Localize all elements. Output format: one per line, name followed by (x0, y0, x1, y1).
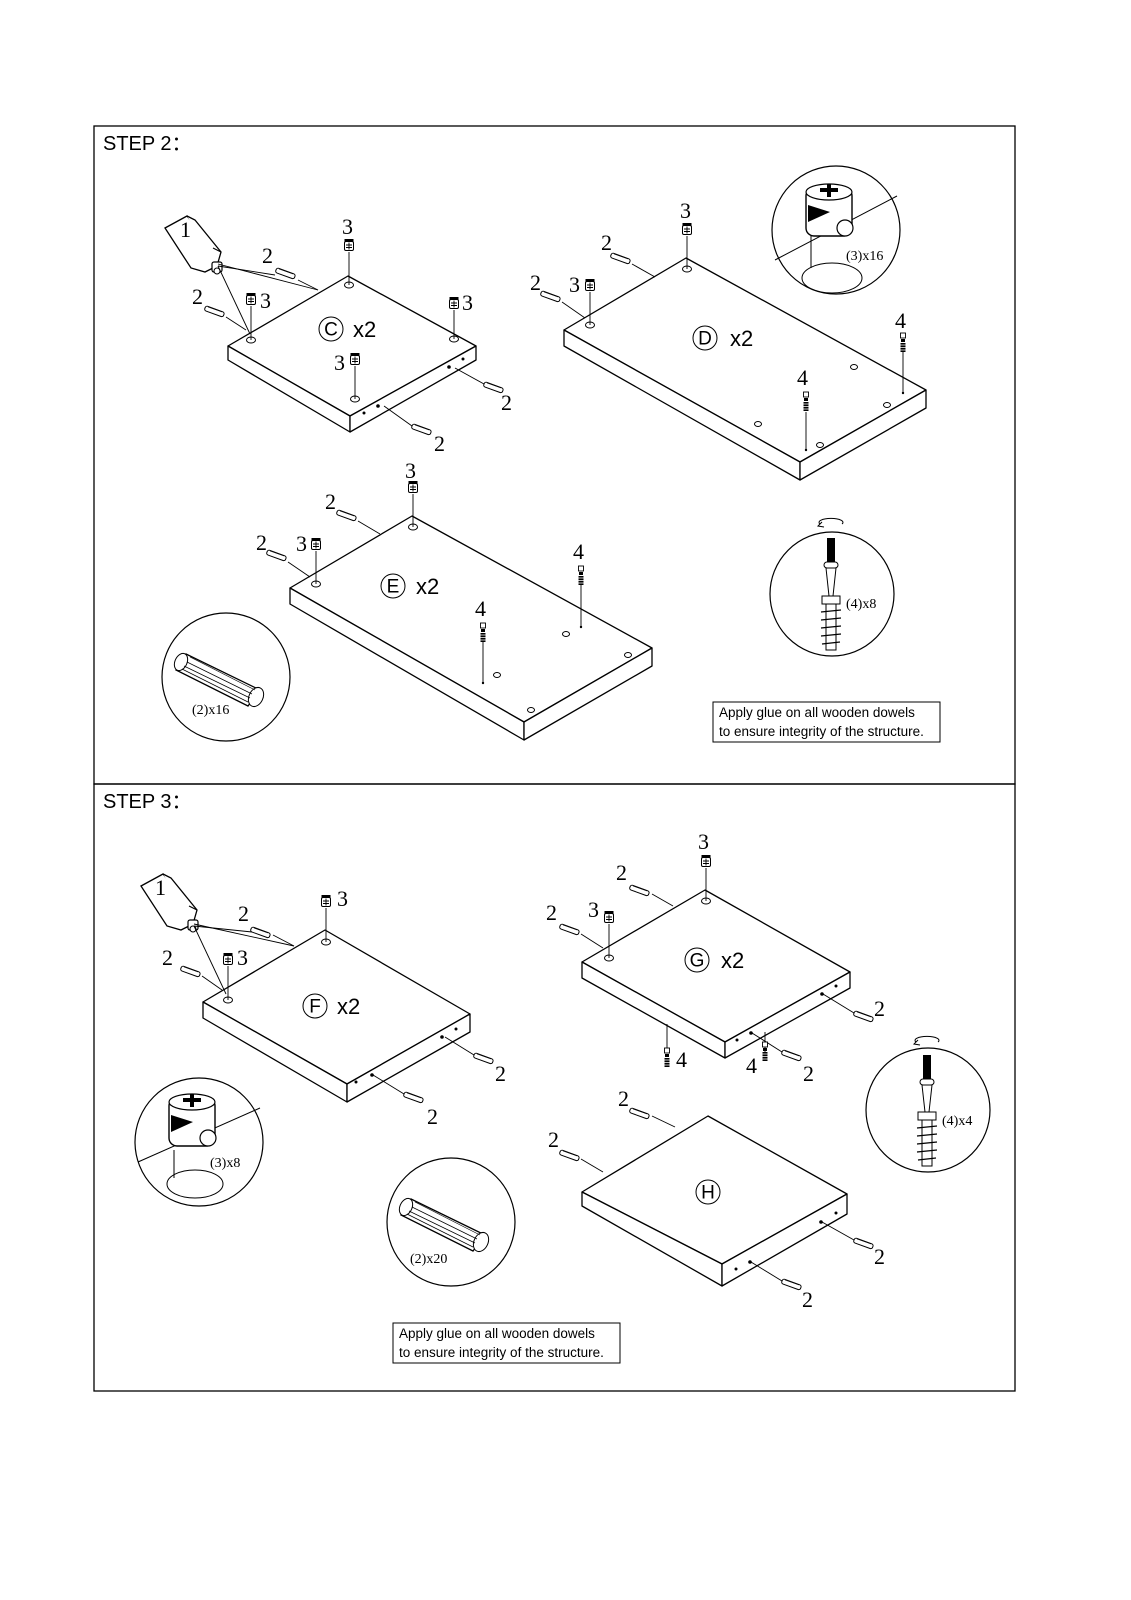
svg-text:2: 2 (192, 284, 203, 309)
svg-text:2: 2 (501, 390, 512, 415)
cam-lock-qty-step3: (3)x8 (210, 1156, 240, 1171)
svg-text:3: 3 (237, 945, 248, 970)
panel-h-letter: H (701, 1183, 715, 1204)
dowel-qty-step3: (2)x20 (410, 1252, 447, 1267)
panel-c-letter: C (324, 320, 338, 341)
svg-text:3: 3 (334, 350, 345, 375)
panel-g-qty: x2 (721, 948, 744, 973)
svg-text:4: 4 (797, 365, 808, 390)
svg-text:2: 2 (427, 1104, 438, 1129)
svg-text:3: 3 (342, 214, 353, 239)
panel-f-letter: F (309, 997, 321, 1018)
screw-qty-step2: (4)x8 (846, 597, 876, 612)
note-line-1-step2: Apply glue on all wooden dowels (719, 705, 915, 720)
svg-text:2: 2 (601, 230, 612, 255)
panel-d-qty: x2 (730, 326, 753, 351)
screw-qty-step3: (4)x4 (942, 1114, 972, 1129)
svg-text:2: 2 (616, 860, 627, 885)
svg-text:3: 3 (337, 886, 348, 911)
panel-d-letter: D (698, 329, 712, 350)
panel-f: F x2 3 2 2 3 2 2 (162, 886, 506, 1129)
svg-text:2: 2 (495, 1061, 506, 1086)
svg-text:2: 2 (803, 1061, 814, 1086)
svg-text:3: 3 (296, 531, 307, 556)
note-line-1-step3: Apply glue on all wooden dowels (399, 1326, 595, 1341)
panel-d: D x2 3 2 2 3 4 4 (530, 198, 927, 481)
note-line-2-step2: to ensure integrity of the structure. (719, 724, 924, 739)
cam-lock-callout-step2: (3)x16 (771, 165, 901, 295)
svg-text:3: 3 (698, 829, 709, 854)
glue-number-step3: 1 (155, 875, 166, 900)
panel-e-letter: E (387, 577, 400, 598)
panel-c: C x2 3 2 2 3 3 3 2 2 (192, 214, 512, 456)
svg-text:2: 2 (548, 1127, 559, 1152)
svg-text:3: 3 (588, 897, 599, 922)
svg-text:2: 2 (546, 900, 557, 925)
svg-text:4: 4 (895, 308, 906, 333)
svg-text:4: 4 (475, 596, 486, 621)
svg-text:4: 4 (676, 1047, 687, 1072)
svg-text:3: 3 (405, 458, 416, 483)
svg-text:4: 4 (746, 1053, 757, 1078)
cam-lock-qty-step2: (3)x16 (846, 249, 883, 264)
screw-callout-step2: (4)x8 (769, 517, 895, 657)
svg-text:3: 3 (462, 290, 473, 315)
panel-e-qty: x2 (416, 574, 439, 599)
svg-text:2: 2 (802, 1287, 813, 1312)
svg-text:4: 4 (573, 539, 584, 564)
svg-text:3: 3 (569, 272, 580, 297)
glue-note-step2: Apply glue on all wooden dowels to ensur… (712, 701, 941, 743)
cam-lock-callout-step3: (3)x8 (134, 1077, 264, 1207)
panel-g-letter: G (690, 951, 705, 972)
svg-text:2: 2 (256, 530, 267, 555)
step-3-frame (93, 783, 1016, 1392)
panel-h: H 2 2 2 2 (548, 1086, 885, 1312)
glue-note-step3: Apply glue on all wooden dowels to ensur… (392, 1322, 621, 1364)
panel-e: E x2 3 2 2 3 4 4 (256, 458, 653, 741)
glue-number-step2: 1 (180, 217, 191, 242)
svg-text:2: 2 (874, 996, 885, 1021)
step-2-title: STEP 2： (103, 133, 192, 155)
dowel-callout-step3: (2)x20 (386, 1157, 516, 1287)
dowel-callout-step2: (2)x16 (161, 612, 291, 742)
glue-bottle-step2: 1 (164, 215, 319, 335)
svg-text:2: 2 (618, 1086, 629, 1111)
svg-text:3: 3 (680, 198, 691, 223)
svg-text:2: 2 (434, 431, 445, 456)
panel-c-qty: x2 (353, 317, 376, 342)
step-3-title: STEP 3： (103, 791, 192, 813)
glue-bottle-step3: 1 (140, 873, 295, 995)
svg-text:2: 2 (262, 243, 273, 268)
panel-f-qty: x2 (337, 994, 360, 1019)
panel-g: G x2 3 2 2 3 2 2 4 4 (546, 829, 885, 1086)
screw-callout-step3: (4)x4 (865, 1035, 991, 1173)
note-line-2-step3: to ensure integrity of the structure. (399, 1345, 604, 1360)
svg-text:2: 2 (238, 901, 249, 926)
svg-text:2: 2 (530, 270, 541, 295)
svg-text:2: 2 (874, 1244, 885, 1269)
svg-text:2: 2 (325, 489, 336, 514)
svg-text:2: 2 (162, 945, 173, 970)
dowel-qty-step2: (2)x16 (192, 703, 229, 718)
svg-text:3: 3 (260, 288, 271, 313)
